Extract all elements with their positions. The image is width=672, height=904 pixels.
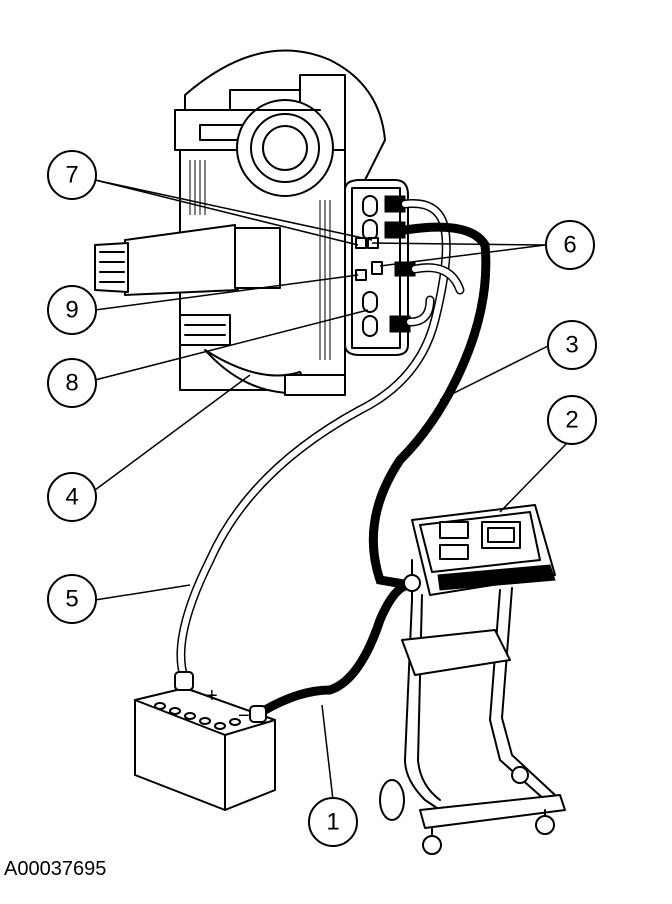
battery-negative-sign: − [238, 705, 250, 727]
callout-5: 5 [47, 574, 97, 624]
callout-7: 7 [47, 150, 97, 200]
callout-1-label: 1 [326, 809, 339, 836]
tester-cart [379, 504, 566, 855]
callout-5-label: 5 [65, 586, 78, 613]
callout-4: 4 [47, 472, 97, 522]
callout-3-label: 3 [565, 332, 578, 359]
callout-6: 6 [545, 220, 595, 270]
callout-2: 2 [547, 395, 597, 445]
figure-id: A00037695 [4, 858, 106, 880]
callout-9-label: 9 [65, 297, 78, 324]
battery-positive-terminal [174, 671, 194, 691]
callout-8: 8 [47, 358, 97, 408]
leader-lines [94, 179, 571, 801]
callout-7-label: 7 [65, 162, 78, 189]
callout-1: 1 [308, 797, 358, 847]
battery-positive-sign: + [206, 685, 218, 707]
callout-3: 3 [547, 320, 597, 370]
battery-negative-terminal [249, 705, 267, 723]
callout-8-label: 8 [65, 370, 78, 397]
callout-9: 9 [47, 285, 97, 335]
battery: + − [134, 671, 276, 811]
callout-2-label: 2 [565, 407, 578, 434]
test-cables [176, 199, 491, 715]
callout-4-label: 4 [65, 484, 78, 511]
alternator-assembly [94, 49, 386, 396]
callout-6-label: 6 [563, 232, 576, 259]
